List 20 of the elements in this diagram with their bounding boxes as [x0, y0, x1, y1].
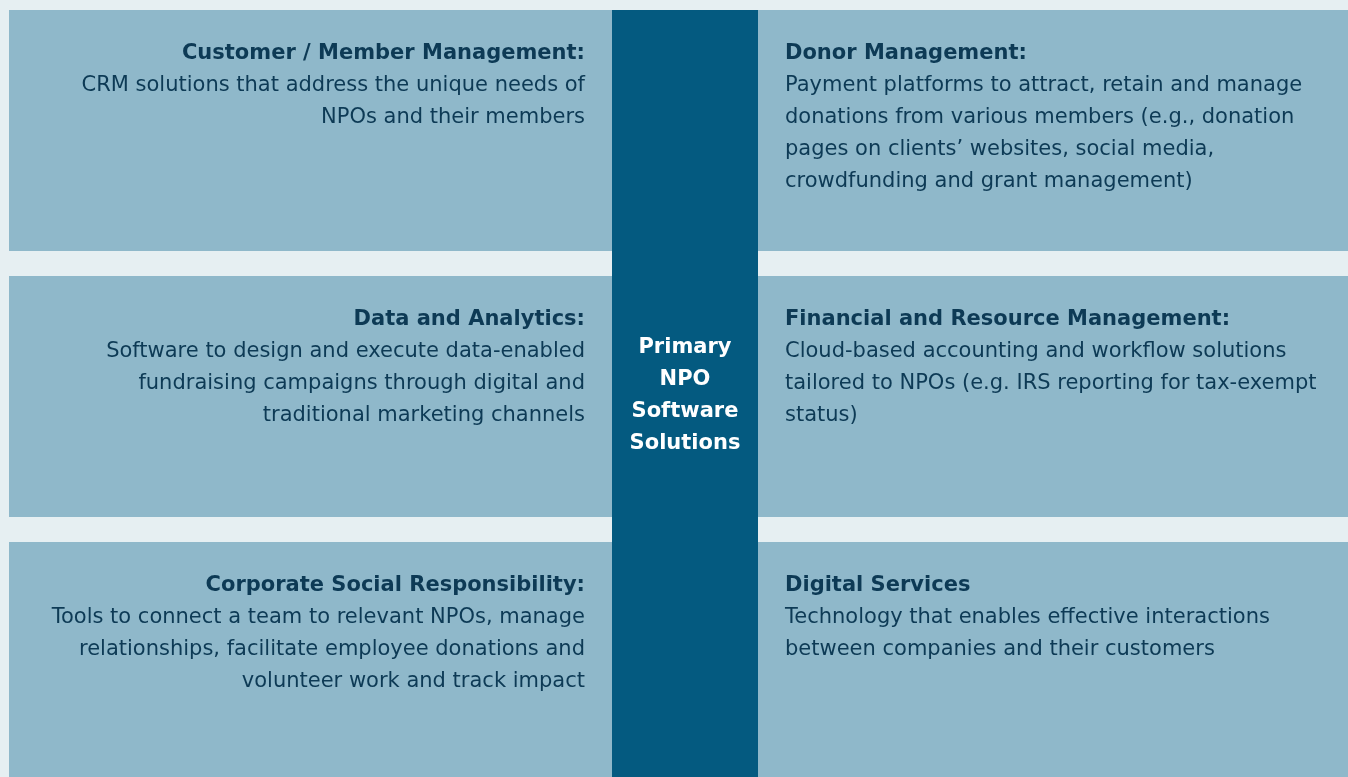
category-description: Tools to connect a team to relevant NPOs, manage relationships, facilitate employee donations and volunteer work and track impact: [50, 603, 585, 694]
band-label: Primary NPO Software Solutions: [628, 332, 742, 456]
category-panel: [758, 542, 1348, 777]
category-panel: [9, 542, 612, 777]
center-band: [612, 10, 758, 777]
category-description: Software to design and execute data-enabled fundraising campaigns through digital and traditional marketing channels: [105, 337, 585, 428]
category-heading: Corporate Social Responsibility:: [204, 571, 585, 598]
category-heading: Donor Management:: [785, 39, 1028, 66]
category-description: Payment platforms to attract, retain and manage donations from various members (e.g., donation pages on clients’ websites, social media, crowdfunding and grant management): [785, 71, 1304, 194]
category-description: Technology that enables effective interactions between companies and their customers: [785, 603, 1271, 662]
category-heading: Financial and Resource Management:: [785, 305, 1232, 332]
category-panel: [9, 10, 612, 251]
category-panel: [758, 10, 1348, 251]
category-heading: Data and Analytics:: [352, 305, 585, 332]
category-description: Cloud-based accounting and workflow solutions tailored to NPOs (e.g. IRS reporting for tax-exempt status): [785, 337, 1318, 428]
category-description: CRM solutions that address the unique needs of NPOs and their members: [80, 71, 585, 130]
category-heading: Digital Services: [785, 571, 972, 598]
category-heading: Customer / Member Management:: [180, 39, 585, 66]
category-panel: [9, 276, 612, 517]
category-panel: [758, 276, 1348, 517]
